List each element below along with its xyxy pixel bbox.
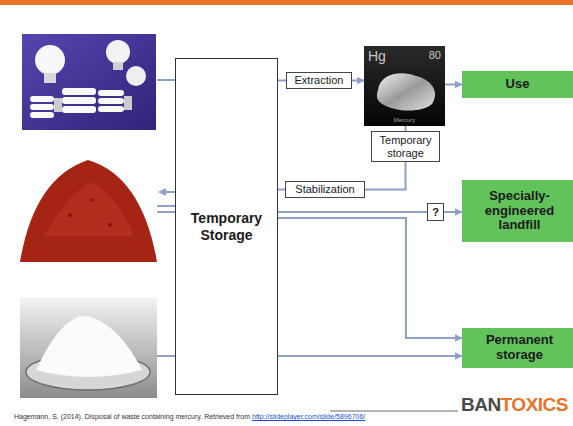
citation-link: http://slideplayer.com/slide/5896706/ [252,413,365,420]
outcome-box: Specially-engineered landfill [462,180,573,242]
flow-connector [352,80,364,82]
node-text: ? [432,206,439,219]
node-text: Temporary storage [375,134,436,159]
node-text: Hg [368,48,386,64]
flow-connector [365,162,406,190]
mercury-tile [364,46,445,126]
flow-connector [278,211,427,213]
flow-connector [444,211,462,213]
question-box: ? [427,203,444,221]
citation-text: Hagemann, S. (2014). Disposal of waste c… [14,413,250,420]
footer-rule [330,410,458,412]
outcome-box: Permanent storage [462,328,573,368]
node-text: Specially-engineered landfill [465,189,573,234]
logo-text: BAN [461,394,501,415]
white-powder-photo [20,298,157,398]
node-text: Mercury [364,117,445,124]
top-bar [0,0,573,5]
citation: Hagemann, S. (2014). Disposal of waste c… [14,413,365,420]
node-text: Stabilization [295,183,354,196]
flow-connector [278,189,285,191]
red-powder-photo [20,160,157,262]
flow-connector [278,355,462,357]
lamp-photo [22,34,156,130]
process-box: Extraction [286,72,352,89]
flow-connector [445,84,462,86]
logo-text: TOXICS [501,394,568,415]
element-tile: Hg 80Mercury [364,46,445,126]
process-box: Stabilization [285,181,365,198]
node-text: Permanent storage [465,333,573,363]
source-lines [157,80,175,356]
node-text: Extraction [295,74,344,87]
storage-box: Temporary Storage [175,58,278,395]
node-text: Use [506,77,530,92]
storage-box: Temporary storage [371,131,440,162]
flow-connector [278,218,462,338]
logo: BANTOXICS [461,394,568,416]
flow-connector [278,80,286,82]
node-text: 80 [429,49,441,62]
outcome-box: Use [462,71,573,98]
node-text: Temporary Storage [179,210,274,242]
